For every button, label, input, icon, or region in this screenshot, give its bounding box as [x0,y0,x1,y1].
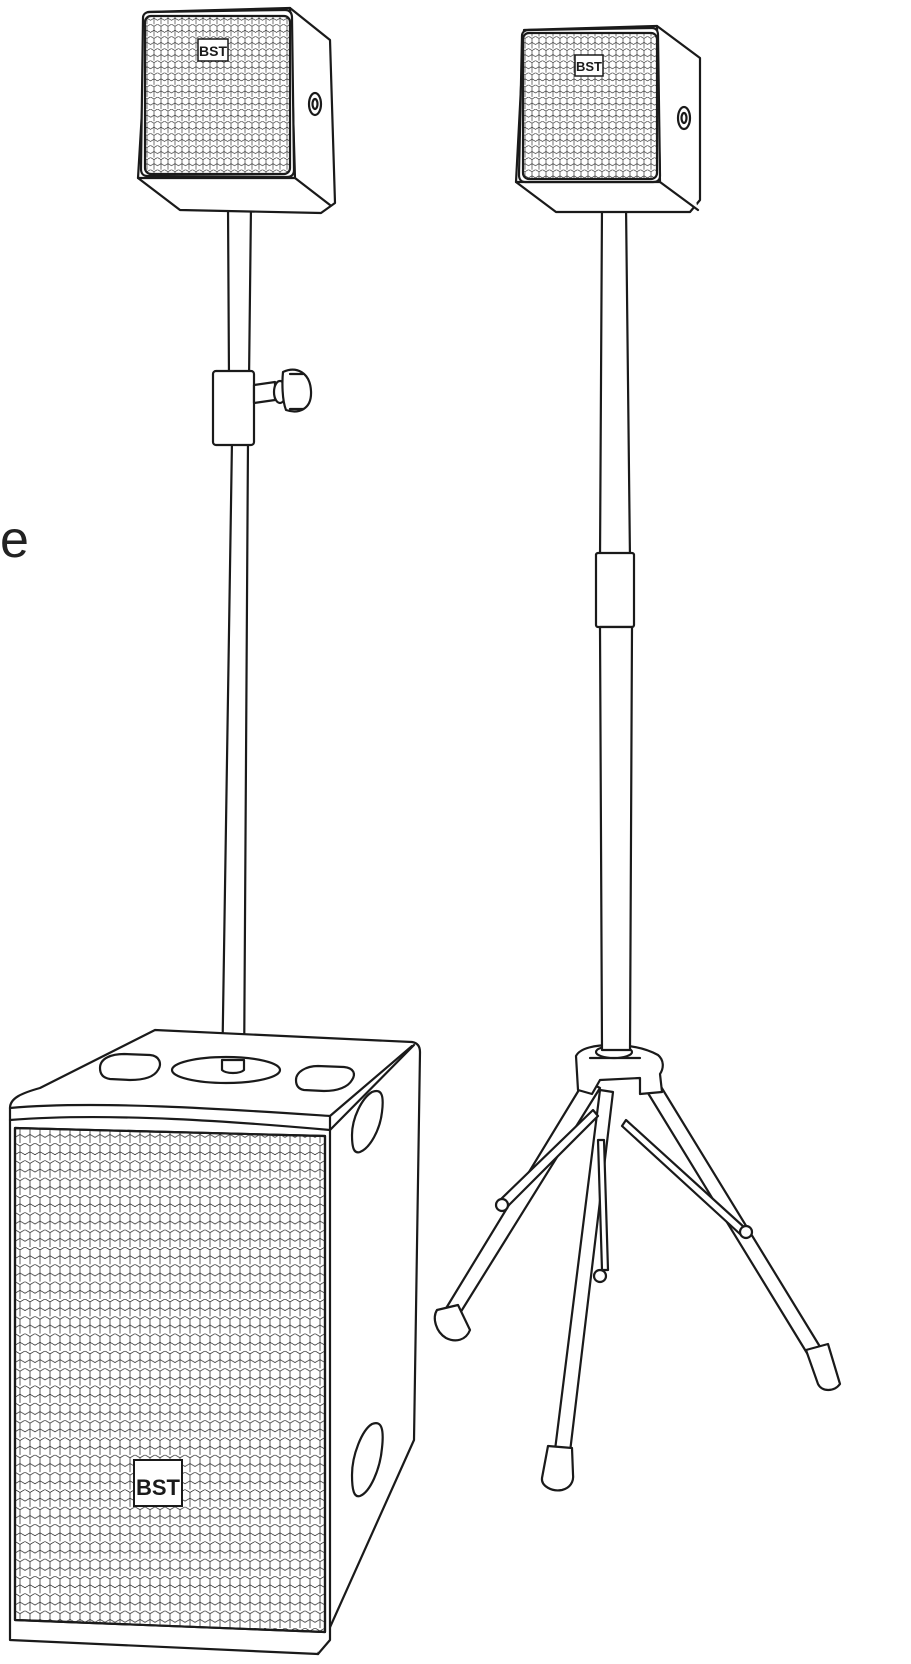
tripod-hub [574,1043,664,1096]
brand-logo-subwoofer: BST [133,1459,183,1507]
distance-pole [211,203,256,1082]
brand-logo-left-text: BST [199,43,227,59]
brand-logo-right-text: BST [576,59,602,74]
satellite-speaker-left [136,6,337,215]
brand-logo-sub-text: BST [136,1475,181,1500]
subwoofer [8,1028,422,1656]
tripod-legs [433,1070,842,1492]
brand-logo-left-satellite: BST [197,38,229,62]
cropped-text-letter: e [0,511,29,569]
tripod-pole [594,203,636,1052]
brand-logo-right-satellite: BST [574,54,604,77]
satellite-speaker-right [514,24,702,214]
pole-clamp-knob-icon [252,368,313,413]
